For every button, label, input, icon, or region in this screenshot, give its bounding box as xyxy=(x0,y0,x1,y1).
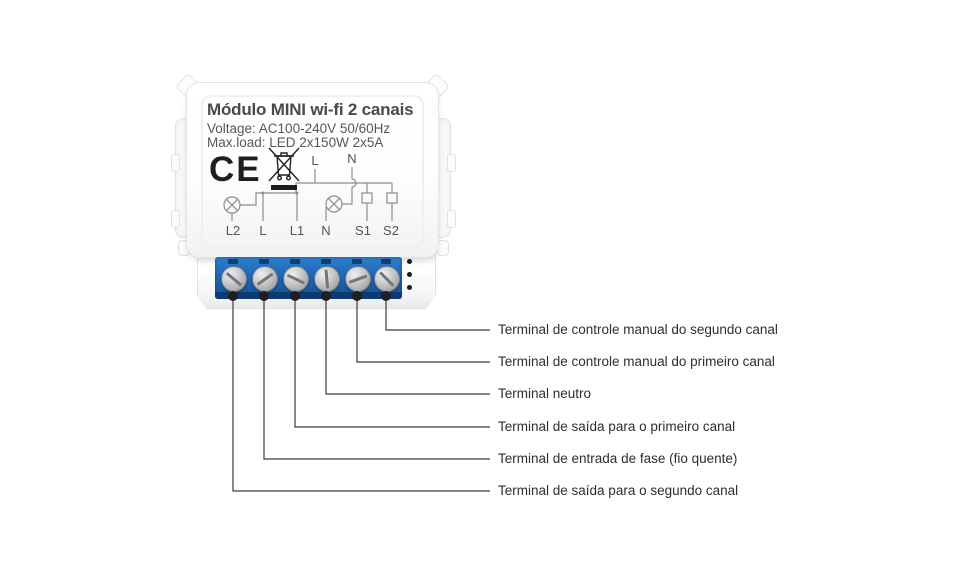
terminal-screw-n xyxy=(314,266,340,292)
terminal-screw-s2 xyxy=(374,266,400,292)
screw-notch xyxy=(381,259,391,264)
ce-mark: CE xyxy=(209,150,262,189)
callout-label-s1-manual: Terminal de controle manual do primeiro … xyxy=(498,354,775,369)
screw-notch xyxy=(290,259,300,264)
terminal-screw-s1 xyxy=(345,266,371,292)
connector-pin-dot xyxy=(407,285,412,290)
weee-bin-icon xyxy=(268,147,300,190)
callout-label-output-1: Terminal de saída para o primeiro canal xyxy=(498,419,736,434)
callout-label-output-2: Terminal de saída para o segundo canal xyxy=(498,483,739,498)
terminal-screw-l xyxy=(252,266,278,292)
screw-notch xyxy=(228,259,238,264)
screw-notch xyxy=(321,259,331,264)
callout-leader-lines xyxy=(232,296,490,492)
callout-label-s2-manual: Terminal de controle manual do segundo c… xyxy=(498,322,778,337)
weee-bar xyxy=(271,185,297,190)
terminal-screw-l1 xyxy=(283,266,309,292)
screw-notch xyxy=(259,259,269,264)
clip-tab-left-upper xyxy=(171,154,180,172)
device-title: Módulo MINI wi-fi 2 canais xyxy=(207,100,414,119)
callout-label-phase-in: Terminal de entrada de fase (fio quente) xyxy=(498,451,738,466)
callout-label-neutral: Terminal neutro xyxy=(498,386,592,401)
smart-switch-module-body xyxy=(186,82,439,258)
weee-bin-outline xyxy=(268,147,300,182)
device-spec-voltage: Voltage: AC100-240V 50/60Hz xyxy=(207,121,391,136)
terminal-screw-l2 xyxy=(221,266,247,292)
screw-notch xyxy=(352,259,362,264)
clip-tab-left-lower xyxy=(171,210,180,228)
connector-pin-dot xyxy=(407,259,412,264)
clip-tab-right-lower xyxy=(447,210,456,228)
device-spec-maxload: Max.load: LED 2x150W 2x5A xyxy=(207,135,384,150)
clip-tab-right-upper xyxy=(447,154,456,172)
connector-pin-dot xyxy=(407,272,412,277)
